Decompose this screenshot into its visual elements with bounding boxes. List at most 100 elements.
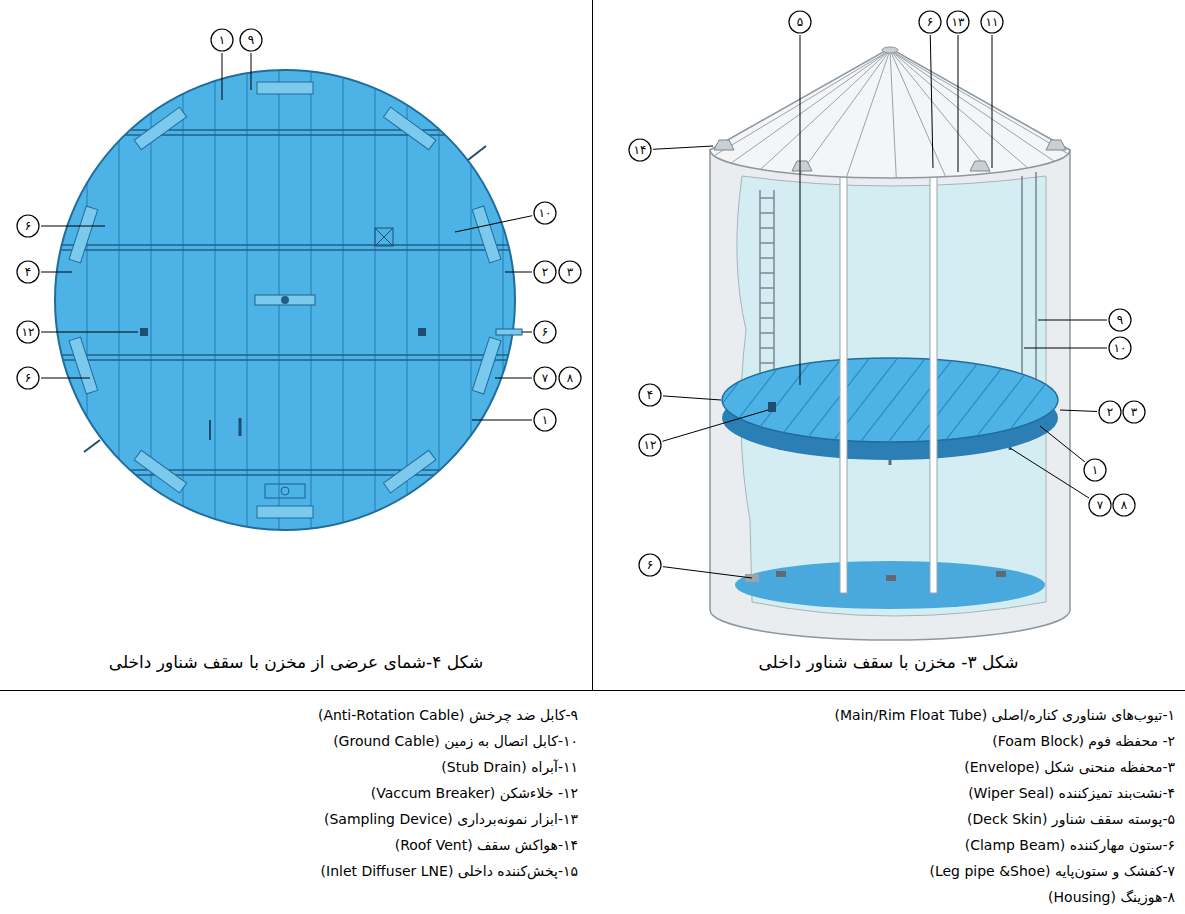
- column: [930, 168, 937, 593]
- rafter-line: [438, 60, 439, 540]
- part-list-item: ۸-هوزینگ (Housing): [595, 887, 1175, 907]
- clamp-beams: [69, 82, 501, 518]
- deck-disc: [55, 70, 515, 530]
- figure-caption: شکل ۳- مخزن با سقف شناور داخلی: [592, 650, 1185, 674]
- leader-line: [522, 332, 532, 333]
- callout-number: ۴: [14, 263, 42, 281]
- part-list-item: ۹-کابل ضد چرخش (Anti-Rotation Cable): [10, 705, 578, 725]
- callout-number: ۴: [636, 386, 664, 404]
- leader-line: [930, 35, 933, 168]
- callout-number: ۸: [1110, 496, 1138, 514]
- roof-vents: [714, 140, 1066, 171]
- ladder-rung: [760, 197, 774, 199]
- deck-rib: [690, 355, 760, 445]
- leader-line: [1060, 410, 1097, 411]
- callout-number: ۱۴: [626, 141, 654, 159]
- deck-rib: [970, 355, 1040, 445]
- leader-line: [1024, 348, 1107, 349]
- table-rule: [592, 0, 593, 690]
- beam-line: [40, 249, 540, 251]
- deck-rim: [55, 70, 515, 530]
- leader-line: [958, 35, 959, 172]
- beam-line: [40, 359, 540, 361]
- roof-crown: [882, 47, 898, 53]
- clamp-beam: [472, 337, 501, 394]
- leader-line: [41, 226, 105, 227]
- roof-rafter: [800, 50, 890, 174]
- part-list-item: ۱۵-پخش‌کننده داخلی (Inlet Diffuser LNE): [10, 861, 578, 881]
- callout-number: ۶: [14, 369, 42, 387]
- deck-rib: [998, 355, 1068, 445]
- tank-shell: [710, 150, 1070, 640]
- part-list-item: ۵-پوسته سقف شناور (Deck Skin): [595, 809, 1175, 829]
- callout-number: ۱۳: [944, 13, 972, 31]
- part-list-item: ۱۰-کابل اتصال به زمین (Ground Cable): [10, 731, 578, 751]
- clamp-beam: [69, 206, 98, 263]
- leader-line: [455, 216, 532, 232]
- rafter-line: [374, 60, 375, 540]
- table-rules: [0, 0, 1185, 691]
- deck-rib: [802, 355, 872, 445]
- callout-number: ۶: [636, 556, 664, 574]
- roof-rafters: [714, 50, 1068, 178]
- ladder-rung: [760, 332, 774, 334]
- deck-rib: [858, 355, 928, 445]
- ground-cable: [1021, 176, 1022, 398]
- part-list-item: ۱۲- خلاءشکن (Vaccum Breaker): [10, 783, 578, 803]
- callout-number: ۲: [1096, 403, 1124, 421]
- leader-line: [663, 396, 721, 400]
- clamp-beam: [383, 107, 435, 150]
- roof-plan: [40, 60, 540, 540]
- sampling-well: [265, 484, 305, 498]
- leader-line: [41, 332, 138, 333]
- beam-line: [40, 134, 540, 136]
- roof-rafter: [846, 50, 890, 177]
- ladder-rung: [760, 362, 774, 364]
- clamp-beam: [134, 107, 186, 150]
- callout-number: ۱۲: [14, 323, 42, 341]
- hatch: [375, 228, 393, 246]
- figure-caption: شکل ۴-شمای عرضی از مخزن با سقف شناور داخ…: [0, 650, 592, 674]
- part-list-item: ۱۱-آبراه (Stub Drain): [10, 757, 578, 777]
- cone-roof: [710, 48, 1070, 178]
- roof-rafter: [890, 50, 946, 177]
- part-list-item: ۱-تیوب‌های شناوری کناره/اصلی (Main/Rim F…: [595, 705, 1175, 725]
- callout-number: ۵: [786, 13, 814, 31]
- anti-rotation-cable: [1035, 172, 1036, 396]
- vacuum-breaker: [768, 402, 776, 412]
- ladder-rung: [760, 287, 774, 289]
- rafter-line: [182, 60, 183, 540]
- deck-rib: [1026, 355, 1096, 445]
- rim-bracket: [84, 440, 100, 452]
- roof-rafter: [731, 50, 890, 163]
- rim-bracket: [468, 146, 486, 160]
- roof-rafter: [714, 50, 890, 156]
- part-list-item: ۴-نشت‌بند تمیزکننده (Wiper Seal): [595, 783, 1175, 803]
- leader-lines: [17, 11, 1145, 578]
- deck-detail: [239, 418, 242, 436]
- rafter-line: [342, 60, 343, 540]
- sampling-well: [281, 487, 289, 495]
- callout-number: ۱: [531, 411, 559, 429]
- callout-number: ۱۰: [1106, 339, 1134, 357]
- ladder-rung: [760, 227, 774, 229]
- part-list-item: ۱۴-هواکش سقف (Roof Vent): [10, 835, 578, 855]
- clamp-beam: [257, 506, 313, 518]
- ladder-rung: [760, 212, 774, 214]
- callout-number: ۶: [531, 323, 559, 341]
- leader-line: [472, 420, 532, 421]
- rafter-line: [502, 60, 503, 540]
- callout-number: ۳: [1120, 403, 1148, 421]
- roof-rafter: [761, 50, 890, 169]
- deck-rib: [746, 355, 816, 445]
- ladder-rung: [760, 272, 774, 274]
- beam-line: [40, 469, 540, 471]
- vacuum-breaker: [418, 328, 426, 336]
- callout-number: ۸: [556, 369, 584, 387]
- callout-number: ۷: [531, 369, 559, 387]
- leader-line: [992, 35, 993, 168]
- leader-line: [1040, 426, 1085, 462]
- callout-number: ۶: [916, 13, 944, 31]
- manhole-center: [281, 296, 289, 304]
